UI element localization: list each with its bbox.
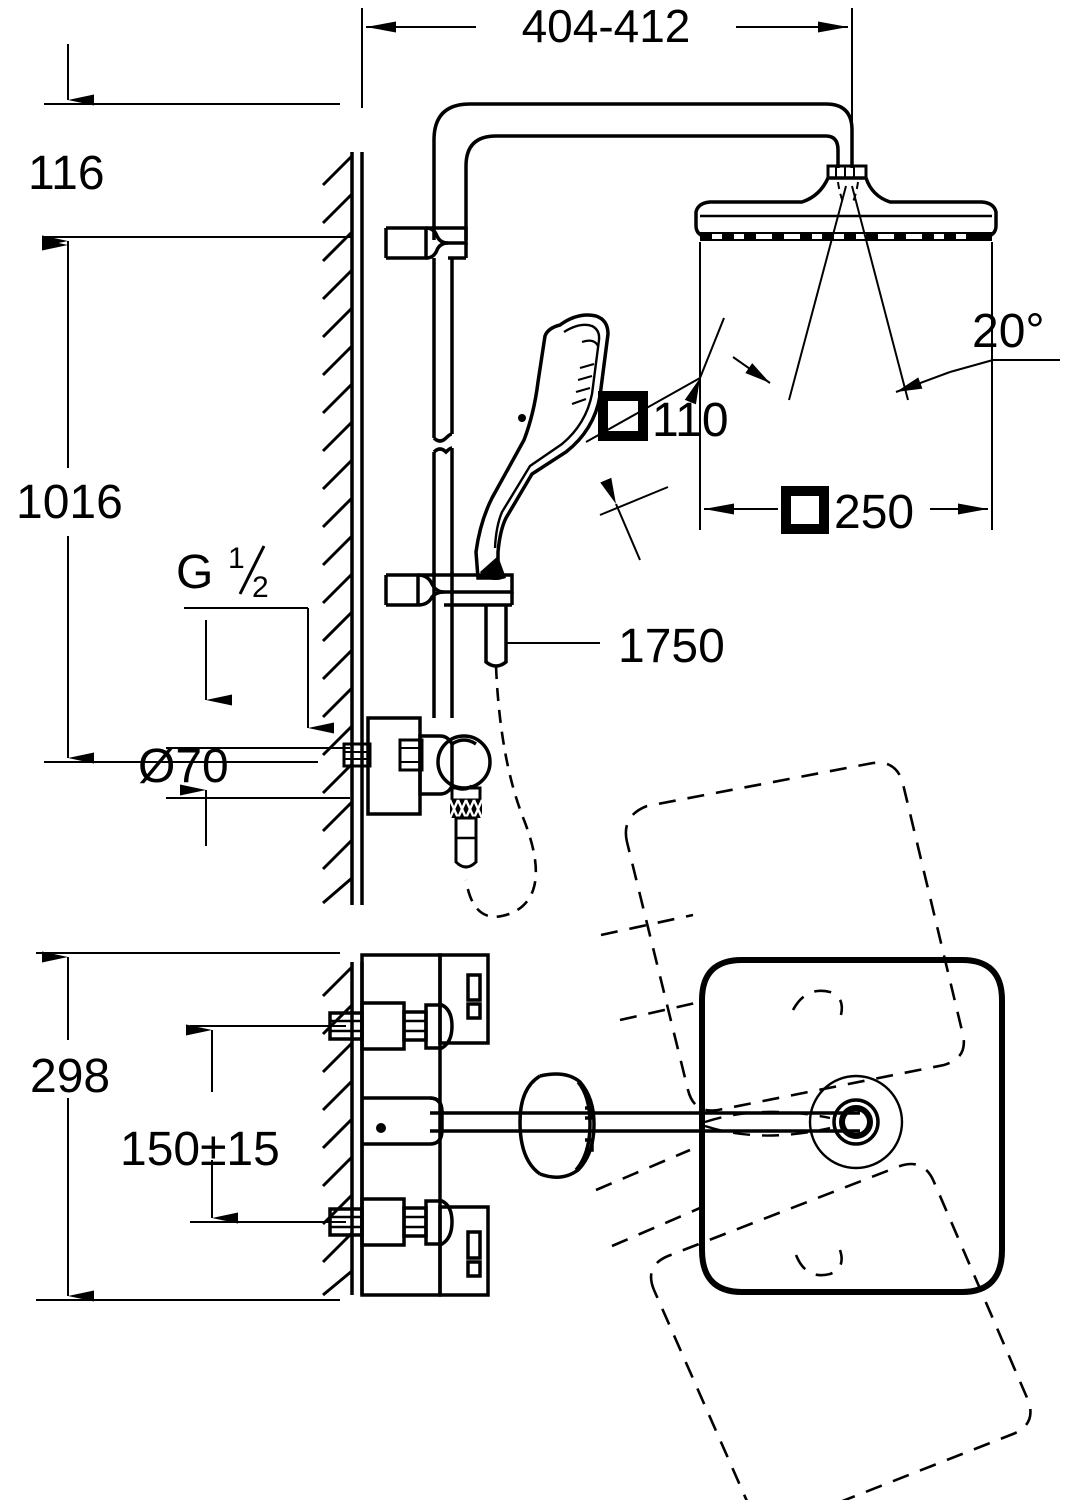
dim-diameter-70: Ø70 [138,740,350,799]
hand-shower-outlet [484,605,508,668]
shower-hose [464,665,538,918]
plan-centre-dot [376,1123,386,1133]
head-drop-pipe [825,102,854,168]
dim-hose-1750: 1750 [506,620,725,673]
dim-angle-20: 20° [732,305,1060,393]
dim-150-15: 150±15 [120,1024,346,1224]
shower-arm-pipe [432,102,826,240]
valve-body-plan [360,953,490,1297]
dim-label-square-250: 250 [834,486,914,539]
swivel-range-dashed-upper [600,761,966,1112]
dim-thread-g-half: G 1 2 [176,542,334,846]
valve-body-side [342,572,492,816]
dim-label-404-412: 404-412 [522,0,691,52]
dim-label-diameter-70: Ø70 [138,740,229,793]
dim-label-116: 116 [28,147,105,200]
dim-label-1016: 1016 [16,476,123,529]
dim-label-square-110: 110 [652,394,729,447]
slide-bar [432,258,454,572]
dim-square-250: 250 [699,242,993,539]
dim-label-angle-20: 20° [972,305,1045,358]
dim-square-110: 110 [585,317,729,561]
arm-collar [518,1072,596,1179]
dim-label-thread-g: G [176,546,213,599]
dim-label-thread-denominator: 2 [252,571,269,604]
dim-label-thread-numerator: 1 [228,542,245,575]
valve-outlet-coupling [448,786,484,869]
swivel-range-dashed-lower [595,1148,1032,1500]
dim-label-hose-1750: 1750 [618,620,725,673]
dim-298: 298 [30,951,340,1302]
head-shower-plan-view [699,957,1005,1295]
head-hub-inner [839,1105,873,1139]
hand-shower [474,313,610,580]
dim-1016: 1016 [16,239,318,764]
riser-rail [384,226,428,260]
swivel-arm-plan [362,1096,860,1146]
dim-label-150-15: 150±15 [120,1123,280,1176]
head-shower-side-view [694,164,998,241]
spray-cone-lines [788,185,909,401]
dim-404-412: 404-412 [361,0,853,160]
dim-label-298: 298 [30,1050,110,1103]
head-hub-mid [832,1098,880,1146]
wall-section-upper [321,152,364,905]
dim-116: 116 [28,44,352,300]
head-hub-outer [808,1074,904,1170]
riser-bracket-top [425,226,468,260]
